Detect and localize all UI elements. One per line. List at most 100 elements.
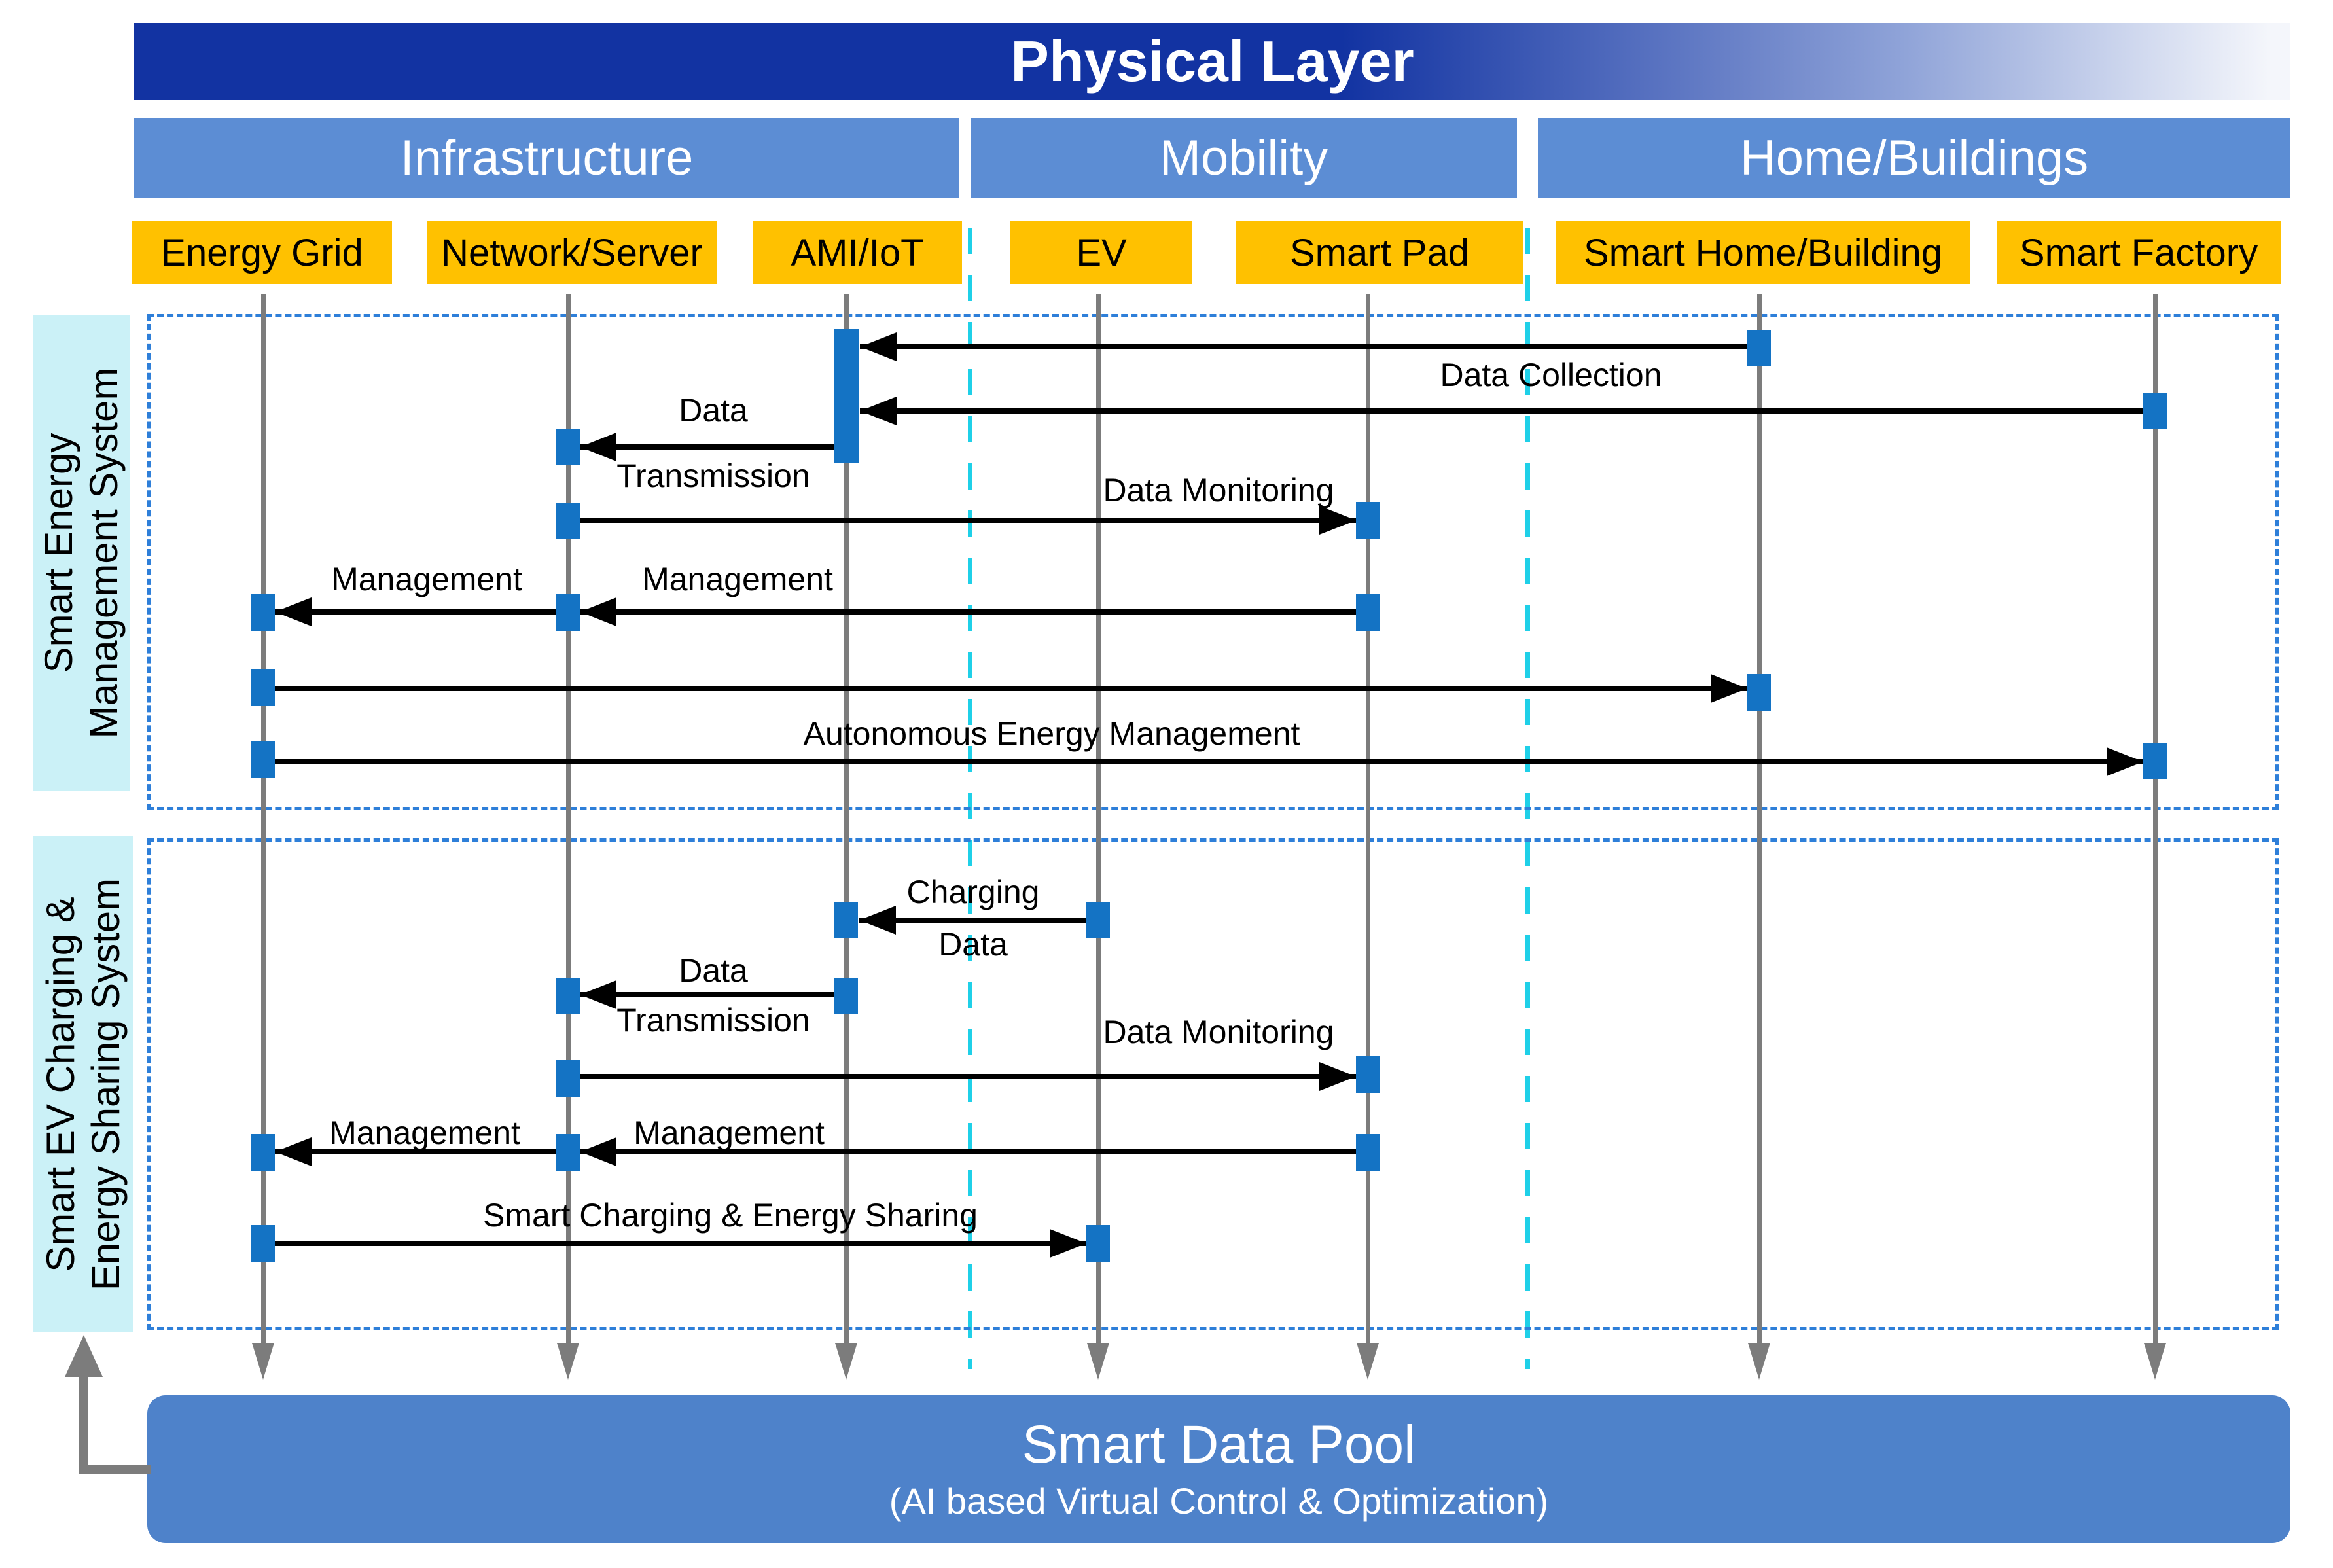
entity-label-smart-factory: Smart Factory bbox=[1997, 221, 2281, 284]
message-label-smart-charging-sharing: Smart Charging & Energy Sharing bbox=[483, 1197, 978, 1234]
entity-text: Smart Pad bbox=[1290, 231, 1469, 274]
lifeline-smart-factory bbox=[2153, 294, 2158, 1343]
arrowhead-autonomous-factory bbox=[2107, 747, 2143, 776]
node-marker-smart-home bbox=[1747, 674, 1771, 711]
node-marker-energy-grid bbox=[251, 1225, 275, 1262]
arrow-data-monitoring-s1 bbox=[580, 518, 1356, 523]
activation-bar-ami-iot bbox=[834, 329, 859, 463]
lifeline-arrow-smart-home-building bbox=[1748, 1343, 1770, 1380]
node-marker-network bbox=[556, 978, 580, 1014]
arrowhead-data-transmission-s1 bbox=[580, 433, 616, 461]
node-marker-energy-grid bbox=[251, 594, 275, 631]
lifeline-network-server bbox=[566, 294, 571, 1343]
node-marker-energy-grid bbox=[251, 669, 275, 706]
node-marker-ami-iot bbox=[834, 978, 858, 1014]
section-label-line1: Smart Energy bbox=[37, 433, 80, 673]
node-marker-energy-grid bbox=[251, 1134, 275, 1171]
lifeline-arrow-energy-grid bbox=[252, 1343, 274, 1380]
lifeline-arrow-ev bbox=[1087, 1343, 1109, 1380]
arrow-data-collection-factory bbox=[860, 408, 2143, 414]
physical-layer-header: Physical Layer bbox=[134, 23, 2290, 100]
arrow-data-transmission-s2 bbox=[580, 992, 834, 997]
node-marker-ev bbox=[1086, 1225, 1110, 1262]
group-label: Mobility bbox=[1159, 130, 1328, 186]
lifeline-smart-pad bbox=[1366, 294, 1370, 1343]
arrowhead-data-collection-home bbox=[860, 332, 897, 361]
node-marker-smart-factory bbox=[2143, 743, 2167, 779]
message-label-data-transmission-1-s2: Data bbox=[679, 952, 748, 989]
entity-label-energy-grid: Energy Grid bbox=[132, 221, 392, 284]
message-label-management-right-s1: Management bbox=[642, 561, 833, 597]
entity-text: Smart Factory bbox=[2019, 231, 2258, 274]
entity-text: Energy Grid bbox=[160, 231, 363, 274]
arrow-charging-data bbox=[859, 918, 1086, 923]
arrow-management-left-s2 bbox=[275, 1149, 556, 1154]
entity-label-network-server: Network/Server bbox=[427, 221, 717, 284]
divider-mobility-home bbox=[1525, 228, 1530, 1369]
group-label: Infrastructure bbox=[400, 130, 694, 186]
node-marker-smart-pad bbox=[1356, 502, 1380, 539]
group-label: Home/Buildings bbox=[1739, 130, 2089, 186]
entity-text: EV bbox=[1076, 231, 1127, 274]
arrowhead-autonomous-home bbox=[1711, 674, 1747, 703]
lifeline-ami-iot bbox=[844, 294, 849, 1343]
node-marker-energy-grid bbox=[251, 741, 275, 778]
group-header-infrastructure: Infrastructure bbox=[134, 118, 959, 198]
arrow-autonomous-home bbox=[275, 686, 1747, 691]
message-label-data-transmission-2-s2: Transmission bbox=[616, 1002, 810, 1039]
arrow-management-right-s2 bbox=[580, 1149, 1356, 1154]
section-label-line2: Management System bbox=[82, 367, 126, 738]
section-box-smart-ev-charging bbox=[147, 838, 2279, 1330]
arrowhead-management-right-s1 bbox=[580, 597, 616, 626]
page-title: Physical Layer bbox=[1010, 29, 1414, 94]
node-marker-smart-home bbox=[1747, 330, 1771, 366]
node-marker-ami-iot bbox=[834, 902, 858, 938]
lifeline-ev bbox=[1096, 294, 1101, 1343]
lifeline-energy-grid bbox=[261, 294, 266, 1343]
arrowhead-smart-charging-sharing bbox=[1050, 1229, 1086, 1258]
arrowhead-data-monitoring-s1 bbox=[1319, 506, 1356, 535]
message-label-management-right-s2: Management bbox=[633, 1114, 825, 1151]
lifeline-smart-home-building bbox=[1757, 294, 1762, 1343]
pool-title: Smart Data Pool bbox=[1022, 1415, 1416, 1475]
section-box-smart-energy-management bbox=[147, 314, 2279, 810]
node-marker-network bbox=[556, 1060, 580, 1097]
node-marker-smart-pad bbox=[1356, 1056, 1380, 1093]
arrow-management-left-s1 bbox=[275, 609, 556, 615]
message-label-charging-1: Charging bbox=[906, 874, 1040, 910]
arrowhead-management-right-s2 bbox=[580, 1137, 616, 1166]
message-label-data-monitoring-s1: Data Monitoring bbox=[1103, 472, 1334, 508]
section-label-text: Smart Energy Management System bbox=[36, 367, 126, 738]
group-header-home-buildings: Home/Buildings bbox=[1538, 118, 2290, 198]
entity-label-ami-iot: AMI/IoT bbox=[753, 221, 962, 284]
lifeline-arrow-smart-pad bbox=[1357, 1343, 1379, 1380]
pool-subtitle: (AI based Virtual Control & Optimization… bbox=[889, 1480, 1549, 1522]
entity-text: Network/Server bbox=[441, 231, 703, 274]
arrowhead-management-left-s2 bbox=[275, 1137, 312, 1166]
lifeline-arrow-ami-iot bbox=[835, 1343, 857, 1380]
section-label-smart-ev-charging: Smart EV Charging & Energy Sharing Syste… bbox=[33, 836, 133, 1332]
arrowhead-management-left-s1 bbox=[275, 597, 312, 626]
arrow-data-transmission-s1 bbox=[580, 444, 834, 450]
entity-text: AMI/IoT bbox=[791, 231, 924, 274]
node-marker-network bbox=[556, 594, 580, 631]
arrow-data-collection-home bbox=[860, 344, 1747, 349]
feedback-arrow-horizontal bbox=[79, 1465, 151, 1474]
feedback-arrow-vertical bbox=[79, 1374, 88, 1472]
message-label-charging-2: Data bbox=[938, 926, 1008, 963]
lifeline-arrow-network-server bbox=[557, 1343, 579, 1380]
message-label-data-monitoring-s2: Data Monitoring bbox=[1103, 1014, 1334, 1050]
node-marker-network bbox=[556, 429, 580, 465]
group-header-mobility: Mobility bbox=[971, 118, 1517, 198]
node-marker-network bbox=[556, 1134, 580, 1171]
node-marker-smart-factory bbox=[2143, 393, 2167, 429]
message-label-management-left-s1: Management bbox=[331, 561, 522, 597]
arrowhead-data-monitoring-s2 bbox=[1319, 1062, 1356, 1091]
lifeline-arrow-smart-factory bbox=[2144, 1343, 2166, 1380]
message-label-data-collection: Data Collection bbox=[1440, 357, 1662, 393]
node-marker-smart-pad bbox=[1356, 1134, 1380, 1171]
node-marker-smart-pad bbox=[1356, 594, 1380, 631]
arrow-data-monitoring-s2 bbox=[580, 1074, 1356, 1079]
section-label-line1: Smart EV Charging & bbox=[38, 896, 82, 1272]
